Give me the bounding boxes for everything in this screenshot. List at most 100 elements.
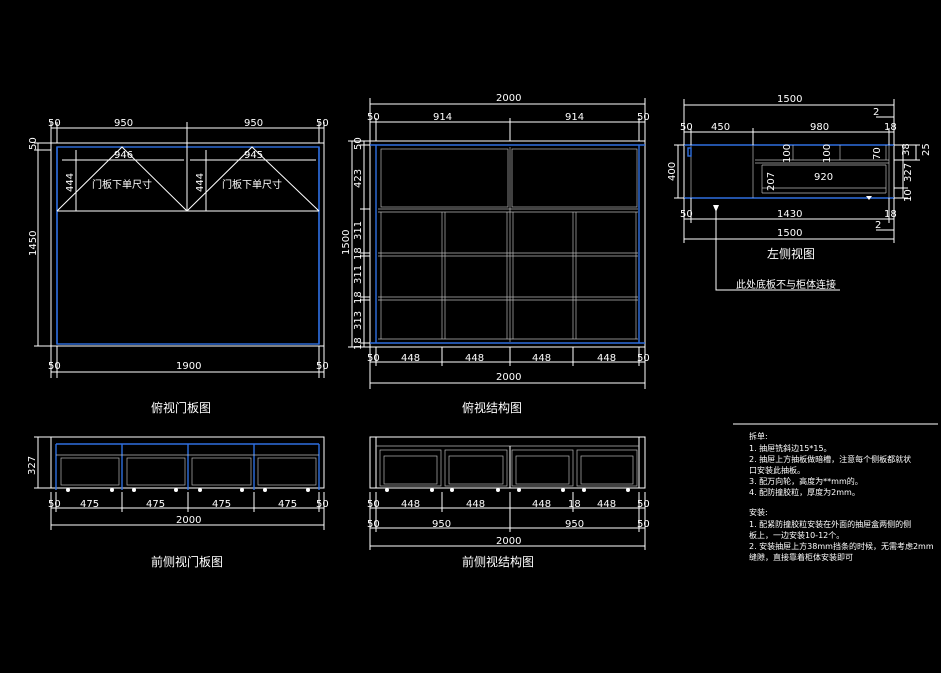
dim-bottom-1: 448 xyxy=(401,353,420,364)
dim-top-3: 50 xyxy=(637,112,650,123)
notes-line-1-1: 2. 抽屉上方抽板做暗槽，注意每个侧板都就状 xyxy=(749,454,911,464)
dim-bottom-3: 448 xyxy=(532,499,551,510)
top-structure-view: 2000 50 914 914 50 50 423 311 18 311 18 … xyxy=(341,93,650,415)
dim-small-top: 2 xyxy=(873,107,879,118)
dim-right-2: 327 xyxy=(903,163,914,182)
dim-small-bottom: 2 xyxy=(875,220,881,231)
notes-line-2-0: 1. 配紧防撞胶粒安装在外面的抽屉盒两侧的侧 xyxy=(749,519,911,529)
dim-bottom-5: 50 xyxy=(637,353,650,364)
dim-inner-2: 70 xyxy=(872,147,883,160)
dim-total-bottom: 1500 xyxy=(777,228,802,239)
notes-line-2-1: 板上，一边安装10-12个。 xyxy=(749,530,844,540)
notes-line-1-0: 1. 抽屉铣斜边15*15。 xyxy=(749,443,832,453)
dim-bottom-1: 448 xyxy=(401,499,420,510)
dim-total-top: 2000 xyxy=(496,93,521,104)
dim-left-0: 50 xyxy=(28,137,39,150)
dim-inner-1: 100 xyxy=(822,144,833,163)
notes-line-2-2: 2. 安装抽屉上方38mm挡条的时候，无需考虑2mm xyxy=(749,541,934,551)
notes-title-1: 拆单: xyxy=(749,431,768,441)
front-structure-view: 50 448 448 448 18 448 50 50 950 950 50 2… xyxy=(367,436,650,569)
dim-bottom-1: 1430 xyxy=(777,209,802,220)
dim-top-2: 950 xyxy=(244,118,263,129)
dim-right-0: 38 xyxy=(901,143,912,156)
notes-line-1-3: 3. 配万向轮，高度为**mm的。 xyxy=(749,476,863,486)
dim-right-1: 25 xyxy=(921,143,932,156)
dim-bottom-2: 448 xyxy=(465,353,484,364)
dim-left-4: 311 xyxy=(353,265,364,284)
dim-left-5: 18 xyxy=(353,291,364,304)
dim-inner-1: 945 xyxy=(244,150,263,161)
dim-inner-left-1: 444 xyxy=(195,173,206,192)
dim-left-3: 18 xyxy=(353,247,364,260)
dim-bottom2-2: 950 xyxy=(565,519,584,530)
view-title-top-door: 俯视门板图 xyxy=(151,400,211,415)
dim-inner-0: 946 xyxy=(114,150,133,161)
dim-bottom-0: 50 xyxy=(367,353,380,364)
dim-top-2: 980 xyxy=(810,122,829,133)
view-title-left-side: 左侧视图 xyxy=(767,246,815,261)
dim-bottom-2: 448 xyxy=(466,499,485,510)
dim-bottom2-0: 50 xyxy=(367,519,380,530)
dim-bottom-6: 50 xyxy=(637,499,650,510)
dim-top-1: 914 xyxy=(433,112,452,123)
dim-bottom-5: 50 xyxy=(316,499,329,510)
dim-top-1: 950 xyxy=(114,118,133,129)
dim-top-0: 50 xyxy=(680,122,693,133)
dim-bottom-3: 475 xyxy=(212,499,231,510)
dim-bottom-4: 475 xyxy=(278,499,297,510)
dim-inner-3: 920 xyxy=(814,172,833,183)
dim-inner-4: 207 xyxy=(766,172,777,191)
dim-inner-0: 100 xyxy=(782,144,793,163)
dim-bottom-5: 448 xyxy=(597,499,616,510)
dim-total-bottom: 2000 xyxy=(496,372,521,383)
dim-total-top: 1500 xyxy=(777,94,802,105)
dim-overall-left: 1500 xyxy=(341,230,352,255)
dim-left-1: 1450 xyxy=(28,231,39,256)
dim-bottom-0: 50 xyxy=(48,499,61,510)
notes-line-1-2: 口安装此抽板。 xyxy=(749,465,805,475)
door-note-0: 门板下单尺寸 xyxy=(92,178,152,191)
dim-bottom-2: 18 xyxy=(884,209,897,220)
view-title-front-door: 前侧视门板图 xyxy=(151,554,223,569)
front-door-view: 327 50 475 475 475 475 50 2000 前侧视门板图 xyxy=(27,436,329,569)
dim-bottom-0: 50 xyxy=(48,361,61,372)
dim-bottom-1: 475 xyxy=(80,499,99,510)
left-side-view: 1500 2 50 450 980 18 100 100 70 920 207 … xyxy=(667,94,932,291)
dim-bottom-0: 50 xyxy=(367,499,380,510)
dim-left-0: 50 xyxy=(353,137,364,150)
dim-top-1: 450 xyxy=(711,122,730,133)
dim-left-7: 18 xyxy=(353,337,364,350)
view-title-front-structure: 前侧视结构图 xyxy=(462,554,534,569)
dim-right-3: 10 xyxy=(903,189,914,202)
leader-note: 此处底板不与柜体连接 xyxy=(736,278,836,291)
dim-left: 327 xyxy=(27,456,38,475)
notes-line-2-3: 缝隙，直接靠着柜体安装即可 xyxy=(749,552,853,562)
dim-bottom2-3: 50 xyxy=(637,519,650,530)
notes-block: 拆单: 1. 抽屉铣斜边15*15。 2. 抽屉上方抽板做暗槽，注意每个侧板都就… xyxy=(733,423,938,562)
notes-line-1-4: 4. 配防撞胶粒，厚度为2mm。 xyxy=(749,487,860,497)
view-title-top-structure: 俯视结构图 xyxy=(462,400,522,415)
dim-top-0: 50 xyxy=(367,112,380,123)
dim-left-1: 423 xyxy=(353,169,364,188)
dim-left-2: 311 xyxy=(353,221,364,240)
dim-top-2: 914 xyxy=(565,112,584,123)
top-door-view: 50 950 950 50 946 945 50 1450 444 444 门板… xyxy=(28,118,329,415)
door-note-1: 门板下单尺寸 xyxy=(222,178,282,191)
dim-bottom2-1: 950 xyxy=(432,519,451,530)
dim-bottom-0: 50 xyxy=(680,209,693,220)
dim-total-bottom: 2000 xyxy=(496,536,521,547)
dim-bottom-4: 18 xyxy=(568,499,581,510)
dim-bottom-3: 448 xyxy=(532,353,551,364)
dim-bottom-2: 50 xyxy=(316,361,329,372)
dim-bottom-1: 1900 xyxy=(176,361,201,372)
dim-bottom-4: 448 xyxy=(597,353,616,364)
dim-total-bottom: 2000 xyxy=(176,515,201,526)
dim-top-3: 50 xyxy=(316,118,329,129)
dim-bottom-2: 475 xyxy=(146,499,165,510)
dim-top-0: 50 xyxy=(48,118,61,129)
dim-left-6: 313 xyxy=(353,311,364,330)
dim-left: 400 xyxy=(667,162,678,181)
dim-inner-left-0: 444 xyxy=(65,173,76,192)
dim-top-3: 18 xyxy=(884,122,897,133)
